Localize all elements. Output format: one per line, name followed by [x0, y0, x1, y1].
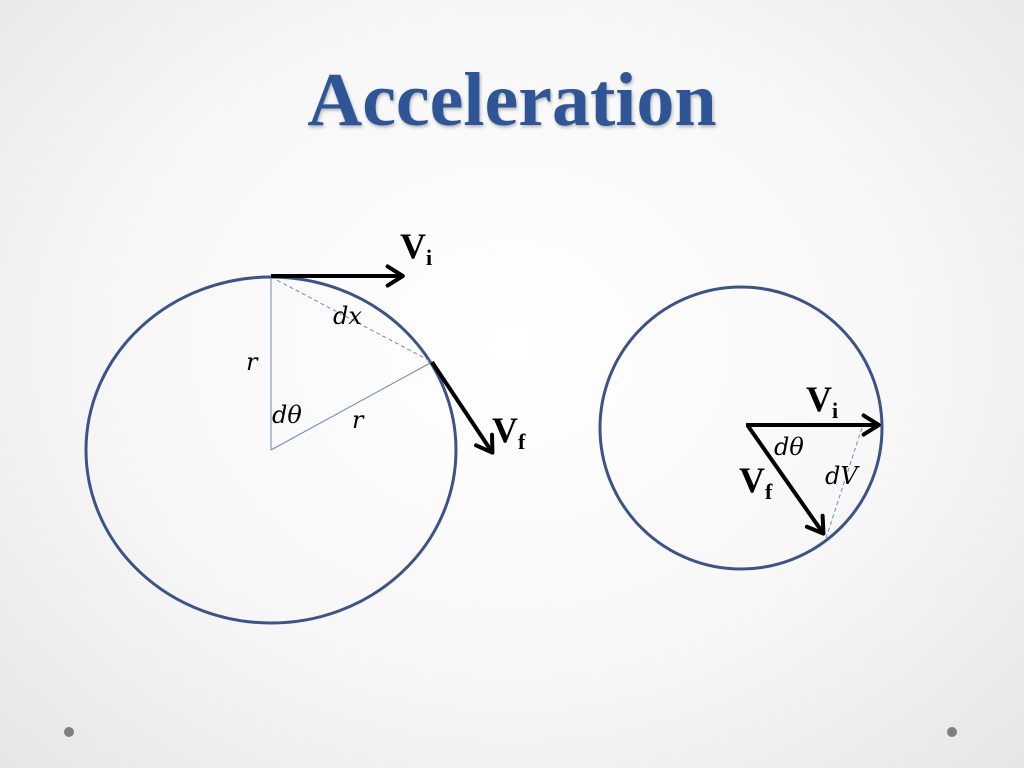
radius-diagonal-line [270, 361, 433, 451]
chord-dx-dashed-line [270, 276, 433, 363]
right-circle [598, 285, 884, 571]
vf-vector-arrow [430, 360, 495, 455]
right-vi-label: Vi [806, 379, 838, 423]
dv-label: dV [825, 462, 860, 490]
right-vf-label: Vf [739, 460, 773, 504]
r-diagonal-label: r [352, 406, 365, 434]
dtheta-label: dθ [272, 401, 302, 429]
r-vertical-label: r [246, 348, 259, 376]
right-dtheta-label: dθ [774, 433, 804, 461]
bullet-dot-right [947, 727, 957, 737]
dv-dashed-line [825, 427, 863, 539]
left-circle-diagram: Vi Vf dx r r dθ [84, 226, 526, 625]
vi-label: Vi [400, 226, 432, 270]
right-vi-subscript: i [832, 398, 838, 423]
right-vf-subscript: f [765, 479, 773, 504]
right-circle-diagram: Vi Vf dθ dV [598, 285, 884, 571]
right-vf-vector-arrow [746, 424, 826, 536]
bullet-dot-left [64, 727, 74, 737]
slide-title: Acceleration [307, 58, 717, 142]
vf-subscript: f [518, 429, 526, 454]
vf-label: Vf [492, 410, 526, 454]
dx-label: dx [333, 302, 362, 330]
vi-subscript: i [426, 245, 432, 270]
